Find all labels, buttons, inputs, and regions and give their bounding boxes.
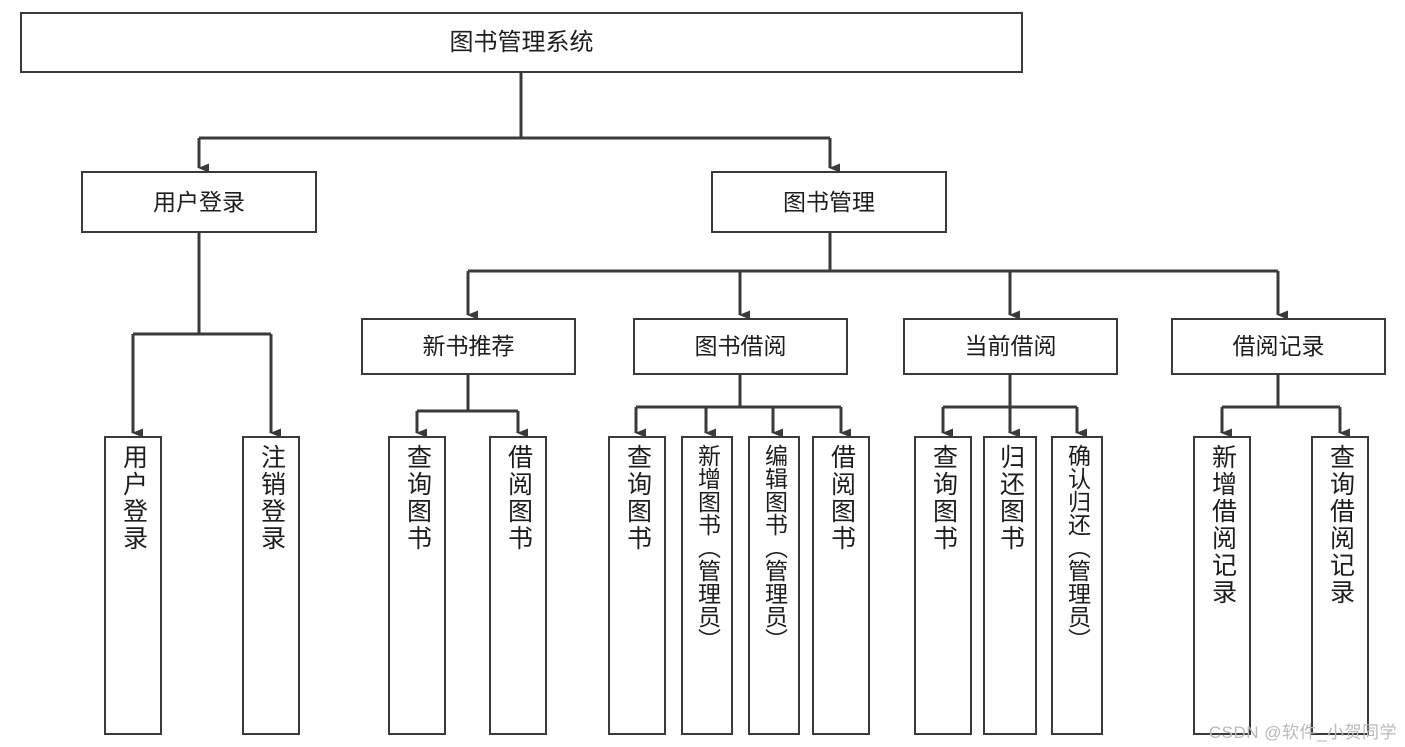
leaf-logout[interactable]: 注销登录 xyxy=(242,436,300,735)
leaf-query-borrow-record[interactable]: 查询借阅记录 xyxy=(1311,436,1369,735)
node-label: 查询图书 xyxy=(623,444,652,552)
leaf-query-book-current[interactable]: 查询图书 xyxy=(914,436,972,735)
node-book-borrowing[interactable]: 图书借阅 xyxy=(633,318,848,375)
leaf-return-book[interactable]: 归还图书 xyxy=(983,436,1037,735)
node-label: 注销登录 xyxy=(257,444,286,552)
leaf-borrow-book-newbook[interactable]: 借阅图书 xyxy=(489,436,547,735)
node-label: 用户登录 xyxy=(153,188,245,215)
node-label: 查询图书 xyxy=(929,444,958,552)
node-label: 查询借阅记录 xyxy=(1326,444,1355,606)
node-label: 新书推荐 xyxy=(422,333,515,360)
leaf-user-login[interactable]: 用户登录 xyxy=(104,436,162,735)
node-root-book-management-system[interactable]: 图书管理系统 xyxy=(20,12,1023,73)
csdn-watermark: CSDN @软件_小贺同学 xyxy=(1208,723,1397,742)
node-current-borrowing[interactable]: 当前借阅 xyxy=(903,318,1118,375)
node-user-login[interactable]: 用户登录 xyxy=(81,171,317,233)
leaf-query-book-borrow[interactable]: 查询图书 xyxy=(608,436,666,735)
leaf-query-book-newbook[interactable]: 查询图书 xyxy=(388,436,446,735)
node-label: 确认归还（管理员） xyxy=(1064,444,1091,651)
node-book-management[interactable]: 图书管理 xyxy=(711,171,947,233)
node-new-book-recommendation[interactable]: 新书推荐 xyxy=(361,318,576,375)
node-label: 图书借阅 xyxy=(694,333,787,360)
node-label: 编辑图书（管理员） xyxy=(761,444,788,651)
leaf-confirm-return-admin[interactable]: 确认归还（管理员） xyxy=(1051,436,1103,735)
node-label: 新增图书（管理员） xyxy=(694,444,721,651)
node-label: 借阅记录 xyxy=(1232,333,1325,360)
node-label: 用户登录 xyxy=(119,444,148,552)
node-label: 借阅图书 xyxy=(827,444,856,552)
node-label: 图书管理系统 xyxy=(449,28,594,56)
node-label: 查询图书 xyxy=(403,444,432,552)
leaf-add-book-admin[interactable]: 新增图书（管理员） xyxy=(681,436,733,735)
leaf-borrow-book-borrow[interactable]: 借阅图书 xyxy=(812,436,870,735)
node-label: 归还图书 xyxy=(996,444,1025,552)
node-borrowing-record[interactable]: 借阅记录 xyxy=(1171,318,1386,375)
node-label: 当前借阅 xyxy=(964,333,1057,360)
leaf-add-borrow-record[interactable]: 新增借阅记录 xyxy=(1193,436,1251,735)
node-label: 图书管理 xyxy=(783,188,875,215)
node-label: 新增借阅记录 xyxy=(1208,444,1237,606)
leaf-edit-book-admin[interactable]: 编辑图书（管理员） xyxy=(748,436,800,735)
node-label: 借阅图书 xyxy=(504,444,533,552)
